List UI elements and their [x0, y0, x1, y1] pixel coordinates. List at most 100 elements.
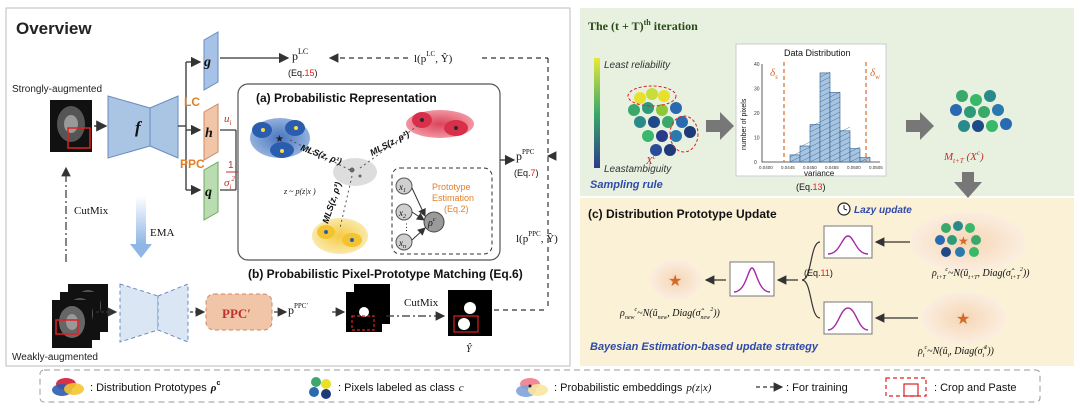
encoder-f-right: [149, 95, 179, 159]
loss-lc: l(pLC, Ŷ): [414, 50, 453, 65]
reliability-bar: [594, 58, 600, 168]
rho-t: ρtc~N(ût, Diag(σ̂t2)): [917, 345, 995, 359]
histogram-bar-hatch: [799, 141, 811, 163]
y-tick-label: 10: [754, 136, 760, 142]
head-q: q: [203, 161, 219, 221]
y-tick-label: 30: [754, 87, 760, 93]
red-prototype-cluster: [406, 110, 474, 138]
teacher-encoder-right: [157, 283, 189, 343]
iteration-title: The (t + T)th iteration: [588, 18, 698, 33]
lazy-update-label: Lazy update: [854, 205, 912, 216]
svg-text:ρc: ρc: [427, 217, 436, 229]
eq15-label: (Eq.15): [288, 68, 318, 78]
proto-est-title: Prototype: [432, 182, 471, 192]
histogram-bar-hatch: [829, 91, 841, 163]
one-label: 1: [228, 160, 234, 171]
y-tick-label: 40: [754, 62, 760, 68]
arrow-down: [954, 172, 982, 198]
legend-embed-icon: [516, 378, 548, 397]
legend-crop: : Crop and Paste: [934, 382, 1017, 394]
x-tick-label: 0.0500: [847, 165, 861, 170]
x-tick-label: 0.0400: [759, 165, 773, 170]
proto-estimation-box: [391, 167, 493, 255]
peach-bottom: [922, 292, 1006, 344]
proto-est-title2: Estimation: [432, 193, 474, 203]
y-tick-label: 20: [754, 111, 760, 117]
svg-text:h: h: [205, 126, 213, 141]
p-lc: pLC: [292, 47, 308, 63]
m-label: Mt+T (Xc): [943, 149, 984, 165]
cutmix-left-label: CutMix: [74, 205, 109, 217]
delta-s-label: δs: [770, 67, 778, 81]
weak-label: Weakly-augmented: [12, 352, 98, 363]
histogram-bar: [789, 154, 801, 163]
x-tick-label: 0.0450: [803, 165, 817, 170]
head-g: g: [203, 31, 219, 91]
ema-arrow-shaft: [136, 196, 146, 244]
peach-new: [650, 260, 702, 300]
chart-xlabel: variance: [804, 169, 835, 178]
matching-title: (b) Probabilistic Pixel-Prototype Matchi…: [248, 267, 523, 281]
legend-proto-icon: [52, 378, 84, 396]
z-sample-label: z ~ p(z|x ): [283, 187, 316, 196]
svg-text:x1: x1: [398, 182, 406, 194]
star-new-icon: ★: [668, 273, 682, 290]
strong-image: [50, 100, 92, 152]
xc-label: Xc: [645, 153, 657, 167]
svg-text:xn: xn: [398, 238, 406, 250]
update-title: (c) Distribution Prototype Update: [588, 207, 777, 221]
ppc-prime-box: [205, 293, 273, 331]
svg-text:★: ★: [958, 234, 969, 248]
ppc-label: PPC: [180, 157, 205, 171]
pixel-cluster-update: ★: [935, 221, 981, 257]
overview-title: Overview: [16, 19, 92, 38]
svg-text:q: q: [205, 185, 212, 200]
svg-text:x2: x2: [398, 208, 406, 220]
histogram-bar-hatch: [809, 121, 821, 163]
x-tick-label: 0.0455: [825, 165, 839, 170]
cutmix-bottom-label: CutMix: [404, 297, 439, 309]
p-ppc-prime: pPPC′: [288, 302, 308, 317]
pixel-cluster-m: [950, 90, 1012, 132]
histogram-bar: [829, 92, 841, 163]
prob-rep-title: (a) Probabilistic Representation: [256, 91, 437, 105]
ppc-prime-label: PPC′: [222, 306, 251, 321]
eq7-label: (Eq.7): [514, 168, 539, 178]
loss-ppc: l(pPPC, Ŷ): [516, 230, 558, 245]
svg-text:g: g: [203, 55, 211, 70]
strategy-label: Bayesian Estimation-based update strateg…: [590, 341, 819, 353]
peach-top: [910, 212, 1026, 272]
histogram-bar-hatch: [849, 146, 861, 163]
sample-embedding: [333, 158, 377, 186]
strong-label: Strongly-augmented: [12, 84, 102, 95]
arrow-to-chart: [706, 112, 734, 140]
x-tick-label: 0.0445: [781, 165, 795, 170]
y-hat-label: Ŷ: [466, 343, 473, 355]
p-ppc: pPPC: [516, 148, 535, 163]
x-nodes: x1 x2 ⋮ xn ρc: [395, 177, 445, 251]
clock-icon: [837, 202, 851, 216]
histogram-bar-hatch: [819, 71, 831, 163]
ema-arrow-head: [130, 244, 152, 258]
legend-crop-icon: [885, 377, 927, 397]
svg-text:★: ★: [275, 134, 284, 145]
weak-images: [52, 284, 108, 348]
chart-title: Data Distribution: [784, 48, 851, 58]
head-h: h: [203, 103, 219, 161]
blue-prototype-cluster: ★: [250, 118, 310, 158]
delta-w-label: δw: [870, 67, 880, 81]
pseudo-masks: [346, 284, 390, 332]
u-i-label: ui: [224, 113, 232, 127]
yellow-prototype-cluster: [312, 218, 368, 254]
mixed-mask: [448, 290, 492, 336]
histogram-bar-hatch: [789, 151, 801, 163]
least-reliability-label: Least reliability: [604, 60, 671, 71]
lc-label: LC: [184, 95, 200, 109]
star-bottom-icon: ★: [956, 311, 970, 328]
legend-pixels-icon: [309, 377, 331, 399]
ema-label: EMA: [150, 227, 175, 239]
